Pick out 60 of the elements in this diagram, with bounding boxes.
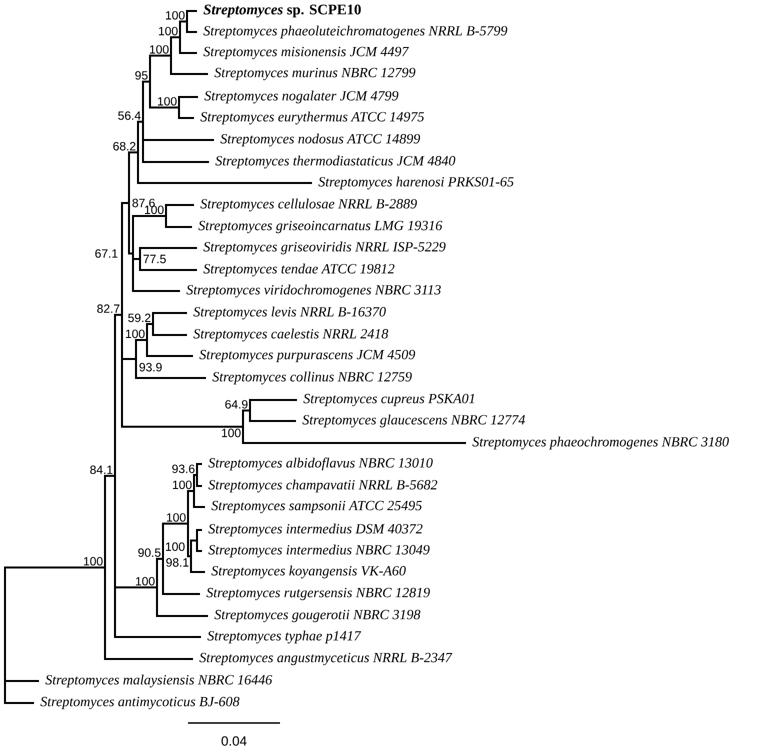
taxon-label: Streptomyces thermodiastaticus JCM 4840 [215,156,456,168]
taxon-label: Streptomyces tendae ATCC 19812 [203,264,394,276]
bootstrap-value: 100 [84,557,103,566]
bootstrap-value: 67.1 [95,249,118,258]
bootstrap-value: 93.9 [140,362,162,372]
bootstrap-value: 100 [222,428,241,438]
taxon-label: Streptomyces sp. SCPE10 [204,4,361,18]
taxon-label: Streptomyces malaysiensis NBRC 16446 [45,674,272,688]
taxon-label: Streptomyces cupreus PSKA01 [303,394,474,406]
bootstrap-value: 100 [166,11,185,20]
taxon-label: Streptomyces eurythermus ATCC 14975 [200,112,424,124]
bootstrap-value: 100 [126,330,145,338]
bootstrap-value: 100 [166,542,185,551]
taxon-label: Streptomyces antimycoticus BJ-608 [40,696,240,710]
taxon-label: Streptomyces levis NRRL B-16370 [193,306,386,320]
taxon-label: Streptomyces cellulosae NRRL B-2889 [200,198,417,212]
taxon-label: Streptomyces phaeoluteichromatogenes NRRL B-5799 [203,26,508,38]
bootstrap-value: 77.5 [144,254,166,264]
taxon-label: Streptomyces glaucescens NBRC 12774 [302,414,525,428]
bootstrap-value: 100 [158,97,177,106]
taxon-label: Streptomyces rutgersensis NBRC 12819 [206,588,430,600]
taxon-label: Streptomyces griseoincarnatus LMG 19316 [198,220,442,234]
scale-label: 0.04 [222,736,247,746]
taxon-label: Streptomyces viridochromogenes NBRC 3113 [186,284,441,298]
bootstrap-value: 100 [136,576,155,586]
bootstrap-value: 95 [135,71,148,80]
taxon-label: Streptomyces typhae p1417 [207,630,362,644]
taxon-label: Streptomyces gougerotii NBRC 3198 [214,610,420,622]
bootstrap-value: 100 [166,513,186,522]
bootstrap-value: 84.1 [90,466,112,474]
bootstrap-value: 100 [158,26,178,36]
taxon-label: Streptomyces angustmyceticus NRRL B-2347 [199,652,452,666]
taxon-label: Streptomyces nogalater JCM 4799 [204,90,398,104]
taxon-label: Streptomyces phaeochromogenes NBRC 3180 [472,436,729,450]
bootstrap-value: 100 [150,45,169,54]
taxon-label: Streptomyces koyangensis VK-A60 [211,566,406,578]
taxon-label: Streptomyces caelestis NRRL 2418 [193,328,388,342]
taxon-label: Streptomyces sampsonii ATCC 25495 [211,500,422,514]
taxon-label: Streptomyces misionensis JCM 4497 [203,46,409,60]
bootstrap-value: 93.6 [172,464,195,474]
bootstrap-value: 64.9 [225,400,248,409]
taxon-label: Streptomyces griseoviridis NRRL ISP-5229 [203,242,446,254]
taxon-label: Streptomyces harenosi PRKS01-65 [318,176,514,190]
taxon-label: Streptomyces collinus NBRC 12759 [212,372,412,384]
taxon-label: Streptomyces intermedius DSM 40372 [208,524,422,536]
bootstrap-value: 59.2 [128,314,150,322]
taxon-label: Streptomyces intermedius NBRC 13049 [208,544,430,558]
bootstrap-value: 90.5 [138,548,161,557]
bootstrap-value: 98.1 [166,558,188,567]
taxon-label: Streptomyces champavatii NRRL B-5682 [208,480,438,492]
taxon-label: Streptomyces purpurascens JCM 4509 [199,350,416,362]
bootstrap-value: 82.7 [97,304,120,313]
bootstrap-value: 100 [144,206,164,214]
bootstrap-value: 56.4 [118,111,141,120]
bootstrap-value: 100 [172,480,192,490]
taxon-label: Streptomyces nodosus ATCC 14899 [220,134,420,146]
bootstrap-value: 68.2 [113,142,136,150]
bootstrap-value: 87.6 [132,198,155,208]
taxon-label: Streptomyces albidoflavus NBRC 13010 [208,458,433,470]
taxon-label: Streptomyces murinus NBRC 12799 [214,68,416,80]
